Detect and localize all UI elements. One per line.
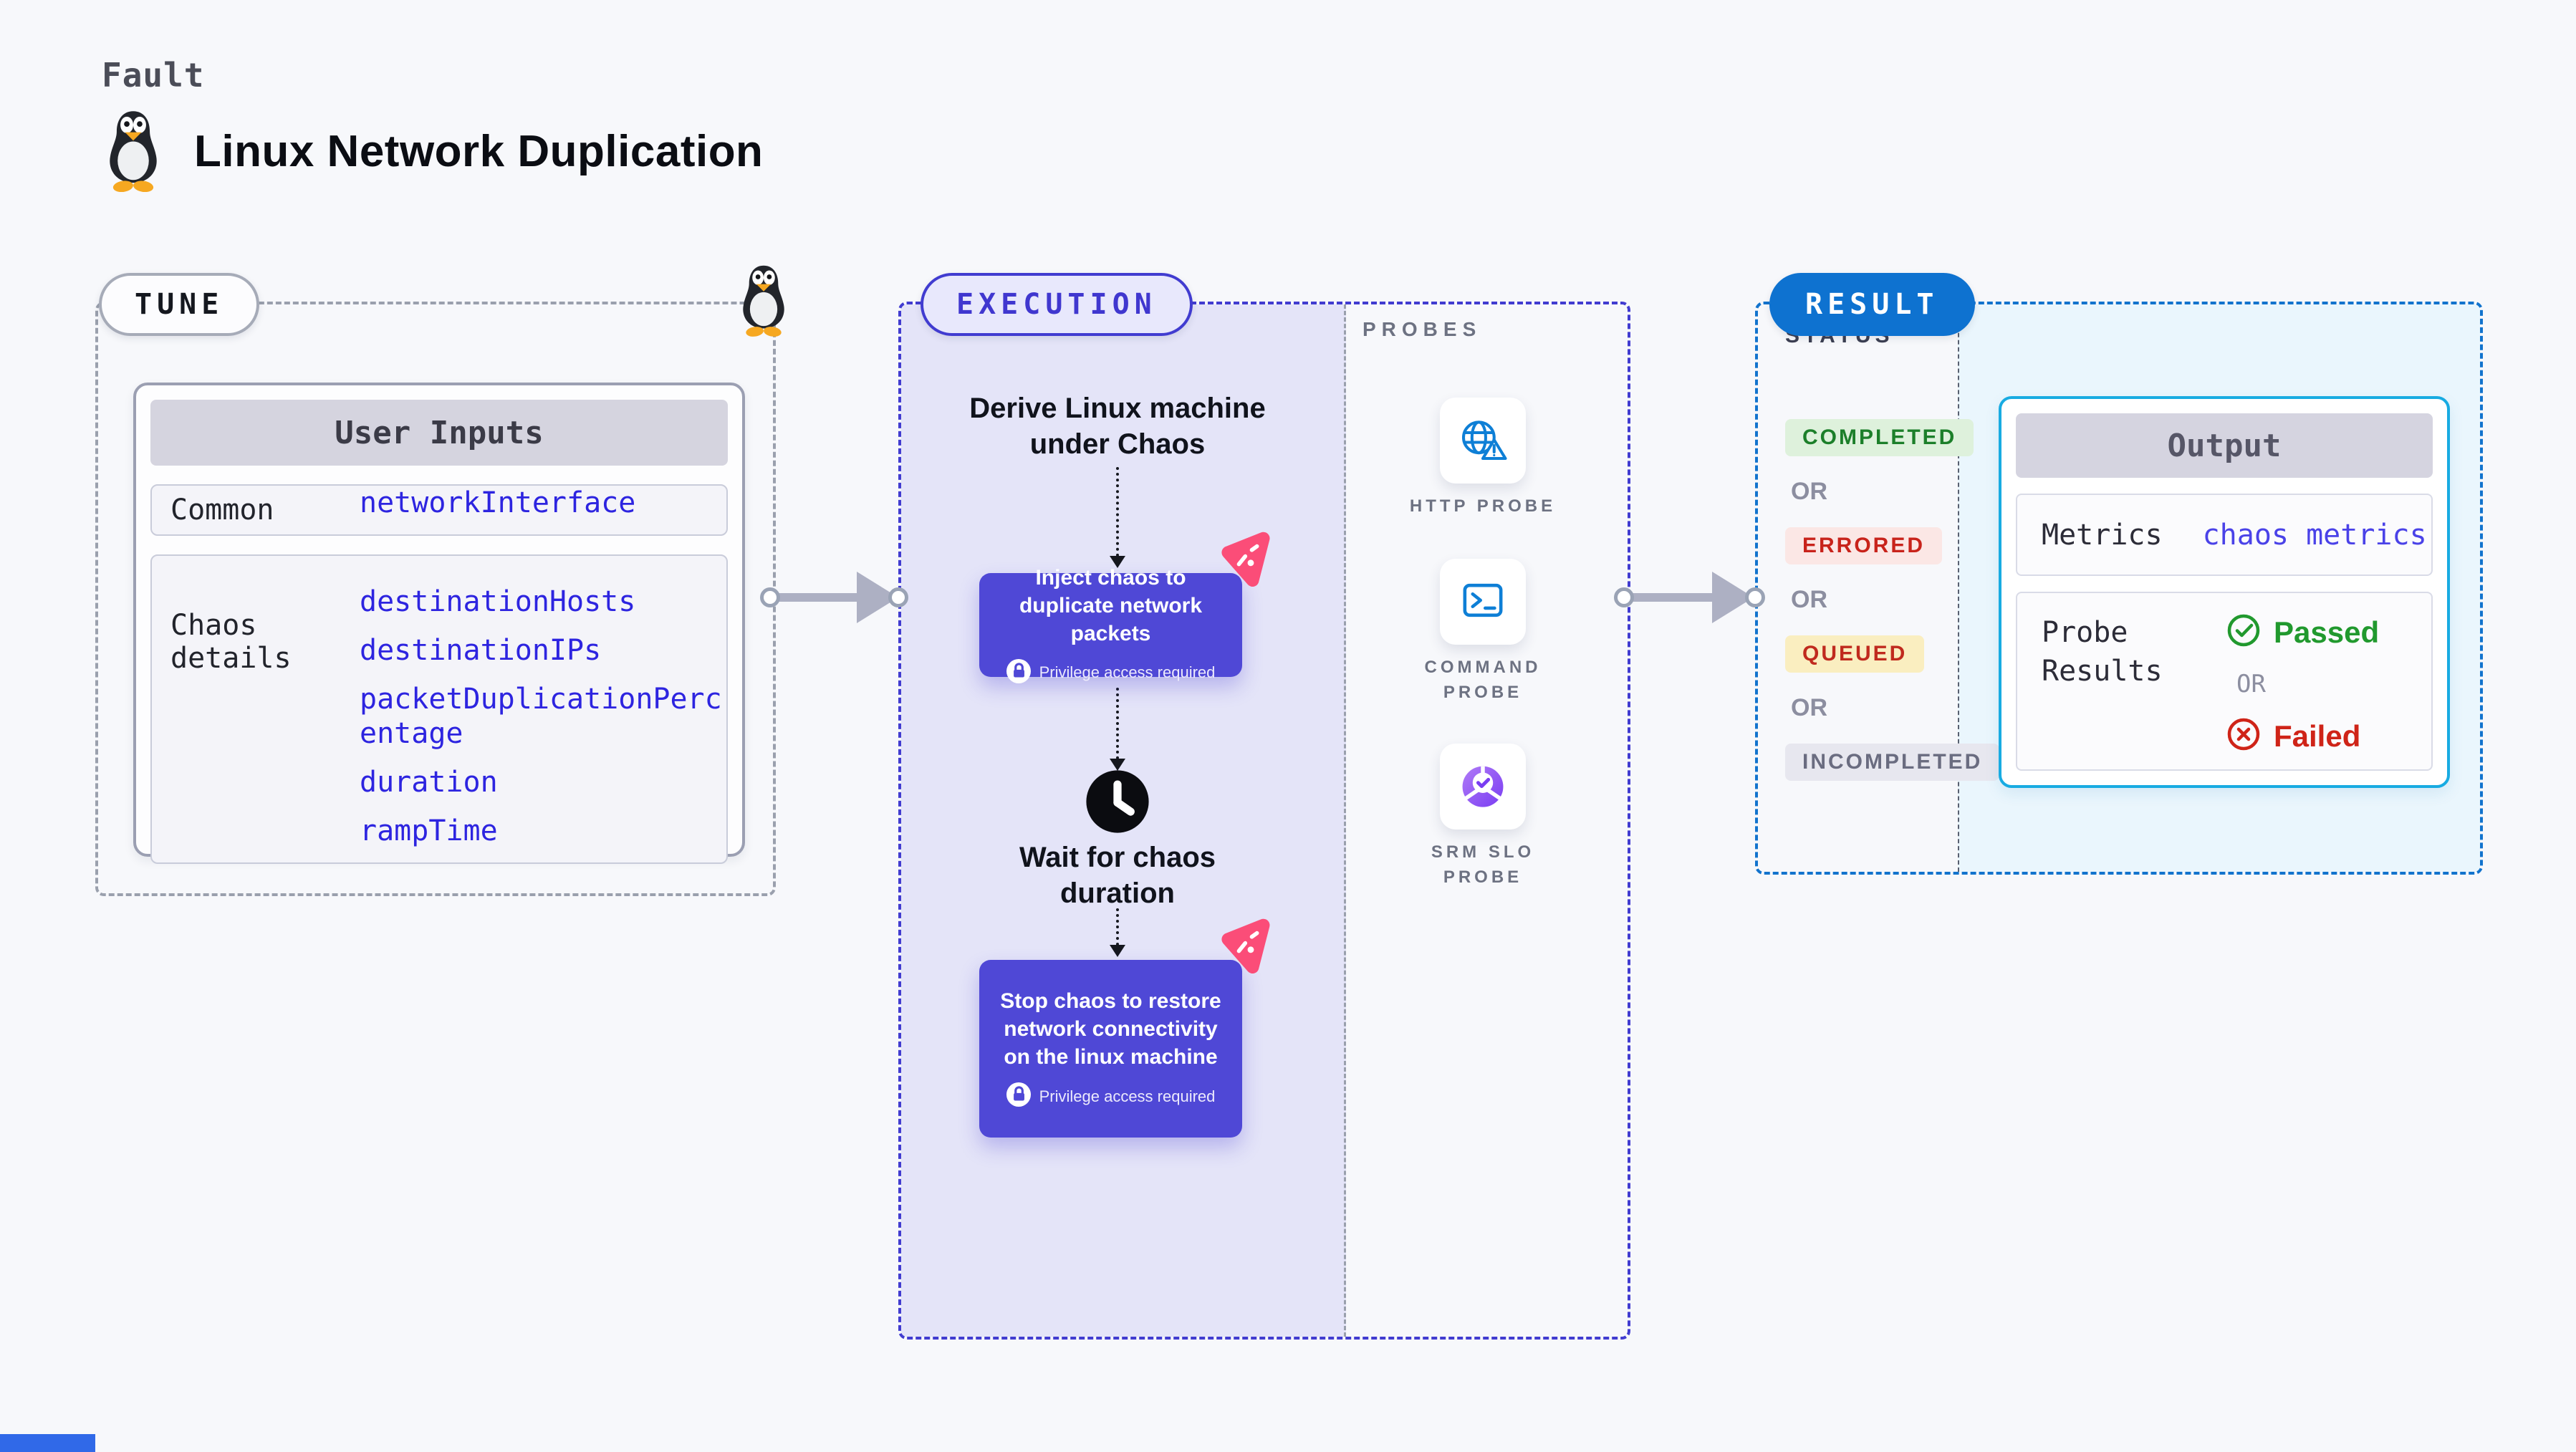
- probe-label: COMMAND PROBE: [1424, 658, 1542, 702]
- execution-badge: EXECUTION: [921, 273, 1193, 336]
- bottom-left-accent: [0, 1434, 95, 1452]
- terminal-icon: [1458, 575, 1508, 629]
- table-row-common: Common networkInterface: [150, 484, 728, 536]
- probe-label: HTTP PROBE: [1409, 496, 1557, 516]
- slo-donut-icon: [1458, 760, 1508, 814]
- metrics-row: Metrics chaos metrics: [2016, 494, 2433, 576]
- x-circle-icon: [2226, 717, 2261, 755]
- probe-label: SRM SLO PROBE: [1431, 842, 1535, 887]
- output-header: Output: [2016, 413, 2433, 478]
- dotted-arrow-icon: [1110, 908, 1125, 957]
- lock-icon: [1005, 657, 1032, 687]
- or-separator: OR: [2236, 670, 2266, 698]
- status-badge-completed: COMPLETED: [1785, 419, 1974, 456]
- check-circle-icon: [2226, 613, 2261, 651]
- input-param: destinationHosts: [360, 585, 636, 618]
- lock-icon: [1005, 1081, 1032, 1110]
- input-param: networkInterface: [360, 486, 636, 519]
- table-row-chaos-details: Chaos details destinationHosts destinati…: [150, 554, 728, 864]
- status-list: COMPLETED OR ERRORED OR QUEUED OR INCOMP…: [1785, 419, 2000, 802]
- output-card: Output Metrics chaos metrics Probe Resul…: [1999, 396, 2450, 788]
- step-stop-chaos: Stop chaos to restore network connectivi…: [979, 960, 1242, 1138]
- tux-linux-icon-small: [738, 262, 789, 340]
- clock-icon: [1085, 769, 1150, 837]
- input-param: duration: [360, 766, 498, 799]
- step-label: Inject chaos to duplicate network packet…: [1019, 565, 1203, 645]
- tune-badge: TUNE: [99, 273, 260, 336]
- globe-alert-icon: [1457, 415, 1509, 467]
- result-badge: RESULT: [1769, 273, 1975, 336]
- input-param: rampTime: [360, 814, 498, 847]
- input-param: destinationIPs: [360, 634, 602, 667]
- row-label: Chaos details: [170, 609, 292, 675]
- metrics-value: chaos metrics: [2202, 518, 2427, 552]
- row-label: Common: [170, 494, 274, 527]
- chaos-logo-icon: [1213, 532, 1279, 592]
- fault-kicker: Fault: [102, 56, 205, 95]
- probe-results-row: Probe Results Passed OR Failed: [2016, 592, 2433, 771]
- or-separator: OR: [1791, 694, 1827, 721]
- user-inputs-header: User Inputs: [150, 400, 728, 466]
- srm-slo-probe-card: [1440, 744, 1526, 830]
- http-probe-card: [1440, 398, 1526, 484]
- privilege-note: Privilege access required: [1039, 1087, 1216, 1105]
- page-title: Linux Network Duplication: [194, 127, 764, 176]
- probes-label: PROBES: [1363, 318, 1482, 340]
- user-inputs-table: User Inputs Common networkInterface Chao…: [133, 383, 745, 864]
- chaos-logo-icon: [1213, 918, 1279, 979]
- metrics-label: Metrics: [2042, 518, 2163, 552]
- page-header: Linux Network Duplication: [104, 107, 763, 196]
- privilege-note: Privilege access required: [1039, 663, 1216, 681]
- command-probe-card: [1440, 559, 1526, 645]
- passed-label: Passed: [2274, 615, 2380, 649]
- status-badge-errored: ERRORED: [1785, 527, 1943, 564]
- tux-linux-icon: [104, 107, 163, 196]
- dotted-arrow-icon: [1110, 688, 1125, 771]
- step-derive-machine: Derive Linux machine under Chaos: [969, 393, 1266, 460]
- status-badge-incompleted: INCOMPLETED: [1785, 744, 2000, 781]
- probe-results-label: Probe Results: [2042, 616, 2163, 688]
- step-inject-chaos: Inject chaos to duplicate network packet…: [979, 566, 1242, 685]
- step-label: Stop chaos to restore network connectivi…: [1000, 989, 1221, 1069]
- or-separator: OR: [1791, 586, 1827, 613]
- status-badge-queued: QUEUED: [1785, 635, 1925, 673]
- step-wait-duration: Wait for chaos duration: [1019, 842, 1216, 909]
- dotted-arrow-icon: [1110, 467, 1125, 568]
- failed-label: Failed: [2274, 718, 2361, 753]
- input-param: packetDuplicationPercentage: [360, 683, 722, 750]
- or-separator: OR: [1791, 478, 1827, 505]
